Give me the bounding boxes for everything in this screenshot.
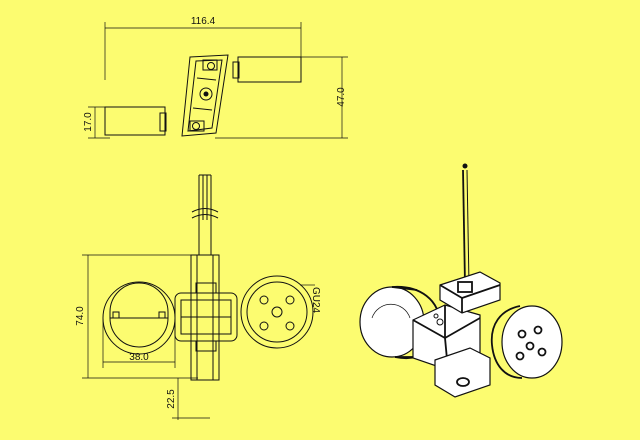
isometric-view xyxy=(359,163,563,398)
socket-type-label: GU24 xyxy=(310,287,321,314)
iso-right-socket xyxy=(501,305,563,379)
dim-stem-label: 22.5 xyxy=(166,389,177,409)
dim-front-height-label: 74.0 xyxy=(75,306,86,326)
iso-bottom-bracket xyxy=(434,347,491,398)
dim-height-label: 47.0 xyxy=(336,87,347,107)
dim-width-label: 116.4 xyxy=(191,16,216,27)
center-bracket xyxy=(181,54,229,137)
lower-socket-body xyxy=(104,106,166,136)
right-socket-face xyxy=(240,275,314,349)
front-view: 74.0 38.0 22.5 xyxy=(75,174,321,420)
top-view: 116.4 47.0 17.0 xyxy=(83,16,348,139)
upper-socket-body xyxy=(237,56,302,83)
dim-left-height-label: 17.0 xyxy=(83,112,94,132)
dim-socket-width-label: 38.0 xyxy=(129,352,149,363)
